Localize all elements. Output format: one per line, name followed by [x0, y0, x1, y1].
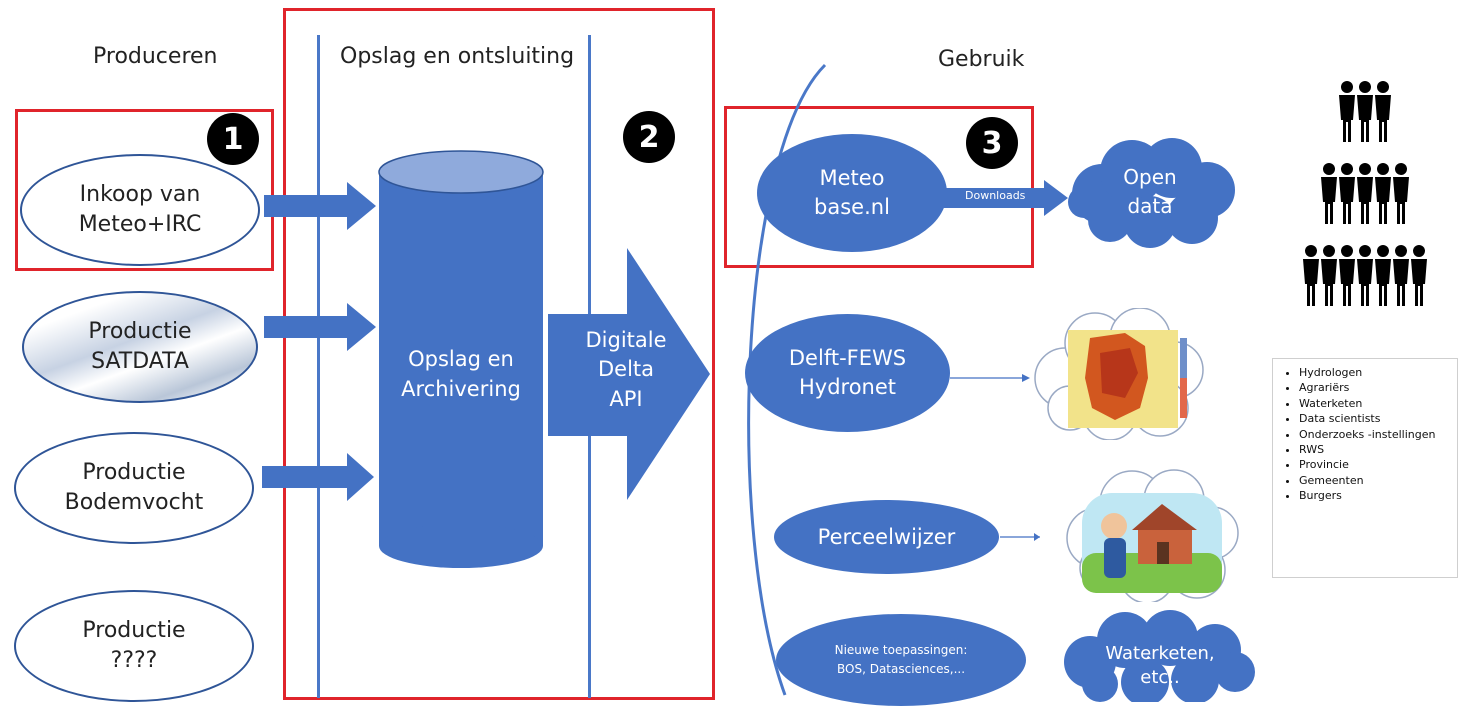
producer-satdata-line2: SATDATA [91, 349, 189, 374]
app-meteobase: Meteo base.nl [757, 134, 947, 252]
producer-unknown-line2: ???? [110, 648, 158, 673]
storage-label: Opslag en Archivering [380, 344, 542, 405]
column-title-produceren: Produceren [93, 44, 218, 69]
producer-satdata-line1: Productie [88, 319, 192, 345]
user-group-item: Provincie [1299, 457, 1457, 472]
producer-arrows [262, 182, 376, 501]
app-delft-fews-line2: Hydronet [798, 375, 897, 399]
api-label-line2: Delta [597, 357, 655, 382]
producer-bodemvocht-line1: Productie [82, 460, 186, 486]
cloud-waterketen [1064, 610, 1255, 702]
arrow-bodemvocht [262, 453, 374, 501]
arrow-satdata [264, 303, 376, 351]
cloud-farm-image [1066, 469, 1239, 602]
downloads-label: Downloads [965, 189, 1026, 202]
producer-bodemvocht-line2: Bodemvocht [64, 490, 204, 515]
user-groups-legend: Hydrologen Agrariërs Waterketen Data sci… [1272, 358, 1458, 578]
app-delft-fews: Delft-FEWS Hydronet [745, 314, 950, 432]
arrow-inkoop [264, 182, 376, 230]
highlight-box-meteobase [724, 106, 1034, 268]
downloads-arrow [944, 180, 1068, 216]
user-group-item: Burgers [1299, 488, 1457, 503]
storage-label-line1: Opslag en [408, 347, 514, 371]
storage-label-line2: Archivering [401, 377, 521, 402]
cloud-waterketen-label: Waterketen, etc.. [1085, 642, 1235, 691]
app-nieuwe-line2: BOS, Datasciences,... [836, 662, 966, 676]
producer-inkoop: Inkoop van Meteo+IRC [20, 154, 260, 266]
app-nieuwe-line1: Nieuwe toepassingen: [834, 643, 968, 658]
app-perceelwijzer: Perceelwijzer [774, 500, 999, 574]
storage-cylinder [378, 150, 544, 568]
people-pyramid-icon [1303, 81, 1427, 306]
user-group-item: Agrariërs [1299, 380, 1457, 395]
column-title-opslag: Opslag en ontsluiting [340, 44, 575, 69]
user-group-item: Onderzoeks -instellingen [1299, 427, 1457, 442]
api-label-line1: Digitale [585, 328, 667, 352]
gebruik-arc [747, 63, 827, 696]
app-meteobase-line1: Meteo [819, 165, 885, 190]
app-delft-fews-line1: Delft-FEWS [788, 345, 907, 370]
cloud-open-data-line1: Open [1123, 165, 1177, 189]
cloud-waterketen-line2: etc.. [1140, 667, 1180, 689]
user-group-item: Waterketen [1299, 396, 1457, 411]
user-group-item: Gemeenten [1299, 473, 1457, 488]
column-title-gebruik: Gebruik [938, 47, 1025, 72]
producer-inkoop-line2: Meteo+IRC [78, 212, 202, 237]
producer-inkoop-line1: Inkoop van [79, 182, 201, 208]
user-group-item: Data scientists [1299, 411, 1457, 426]
producer-bodemvocht: Productie Bodemvocht [14, 432, 254, 544]
badge-3: 3 [966, 117, 1018, 169]
user-groups-list: Hydrologen Agrariërs Waterketen Data sci… [1273, 359, 1457, 504]
badge-1: 1 [207, 113, 259, 165]
producer-unknown: Productie ???? [14, 590, 254, 702]
cloud-open-data-line2: data [1127, 194, 1173, 218]
badge-2: 2 [623, 111, 675, 163]
api-arrow [548, 248, 710, 500]
producer-satdata: Productie SATDATA [22, 291, 258, 403]
cloud-open-data-label: Open data [1090, 163, 1210, 221]
user-group-item: Hydrologen [1299, 365, 1457, 380]
cloud-waterketen-line1: Waterketen, [1105, 643, 1215, 664]
cloud-map-image [1034, 308, 1204, 440]
user-group-item: RWS [1299, 442, 1457, 457]
app-perceelwijzer-line1: Perceelwijzer [817, 525, 956, 549]
divider-line-left [317, 35, 320, 698]
cloud-open-data [1068, 138, 1235, 248]
app-meteobase-line2: base.nl [814, 195, 890, 219]
app-nieuwe-toepassingen: Nieuwe toepassingen: BOS, Datasciences,.… [776, 614, 1026, 706]
producer-unknown-line1: Productie [82, 618, 186, 644]
highlight-box-inkoop [15, 109, 274, 271]
api-label: Digitale Delta API [553, 326, 699, 414]
connector-arrows [950, 374, 1040, 541]
api-label-line3: API [609, 386, 643, 411]
